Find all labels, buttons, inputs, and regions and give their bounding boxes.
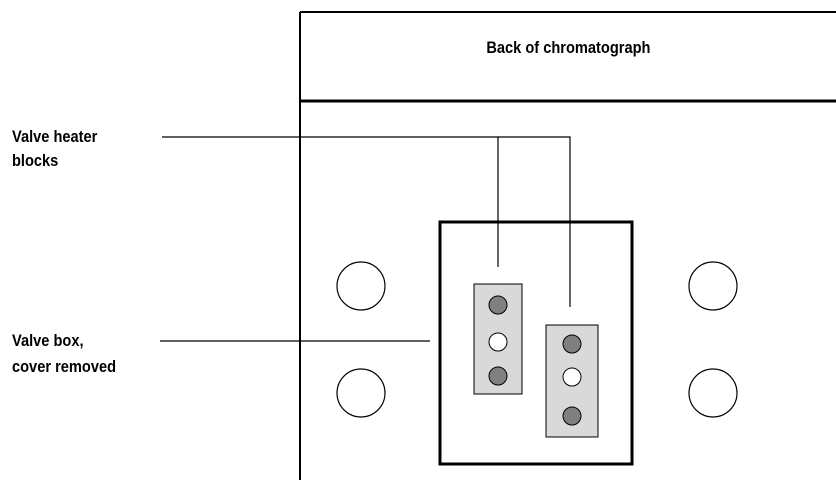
fitting-circle-bottom-left (336, 368, 386, 418)
valve-box (438, 220, 634, 466)
fitting-circle-top-left (336, 261, 386, 311)
callout-valve-box-line2: cover removed (12, 357, 117, 376)
fitting-circle-bottom-right (688, 368, 738, 418)
port-dark (488, 366, 508, 386)
callout-heater-blocks-line2: blocks (12, 151, 59, 170)
leader-line-heater-blocks (162, 136, 571, 307)
port-light (488, 332, 508, 352)
callout-heater-blocks-line1: Valve heater (12, 127, 98, 146)
port-dark (488, 295, 508, 315)
port-dark (562, 406, 582, 426)
port-light (562, 367, 582, 387)
callout-valve-box-line1: Valve box, (12, 331, 84, 350)
fitting-circle-top-right (688, 261, 738, 311)
panel-title: Back of chromatograph (485, 38, 651, 57)
port-dark (562, 334, 582, 354)
